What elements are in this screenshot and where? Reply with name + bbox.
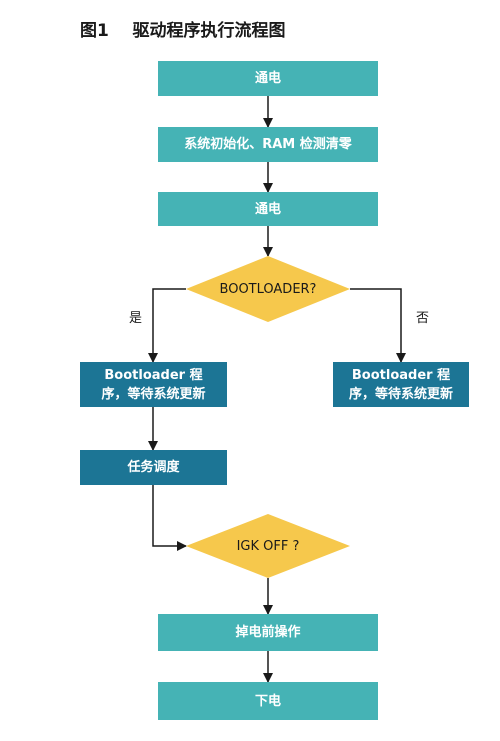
arrow-no-branch — [350, 288, 406, 363]
node-system-init: 系统初始化、RAM 检测清零 — [158, 127, 378, 162]
decision-label-igk: IGK OFF ? — [236, 538, 300, 554]
figure-title: 图1 驱动程序执行流程图 — [80, 21, 286, 41]
edge-label-no: 否 — [416, 311, 430, 326]
node-pre-power-off: 掉电前操作 — [158, 614, 378, 651]
edge-label-yes: 是 — [129, 311, 143, 326]
node-bootloader-left: Bootloader 程 序，等待系统更新 — [80, 362, 227, 407]
arrow-yes-branch — [148, 288, 186, 363]
arrow-task-to-igk — [152, 485, 187, 551]
decision-diamond-igk — [186, 514, 350, 578]
decision-label-bootloader: BOOTLOADER? — [219, 281, 317, 297]
node-bootloader-right: Bootloader 程 序，等待系统更新 — [333, 362, 469, 407]
node-power-off: 下电 — [158, 682, 378, 720]
node-task-schedule: 任务调度 — [80, 450, 227, 485]
decision-diamond-bootloader — [186, 256, 350, 322]
node-power-on-1: 通电 — [158, 61, 378, 96]
node-power-on-2: 通电 — [158, 192, 378, 226]
